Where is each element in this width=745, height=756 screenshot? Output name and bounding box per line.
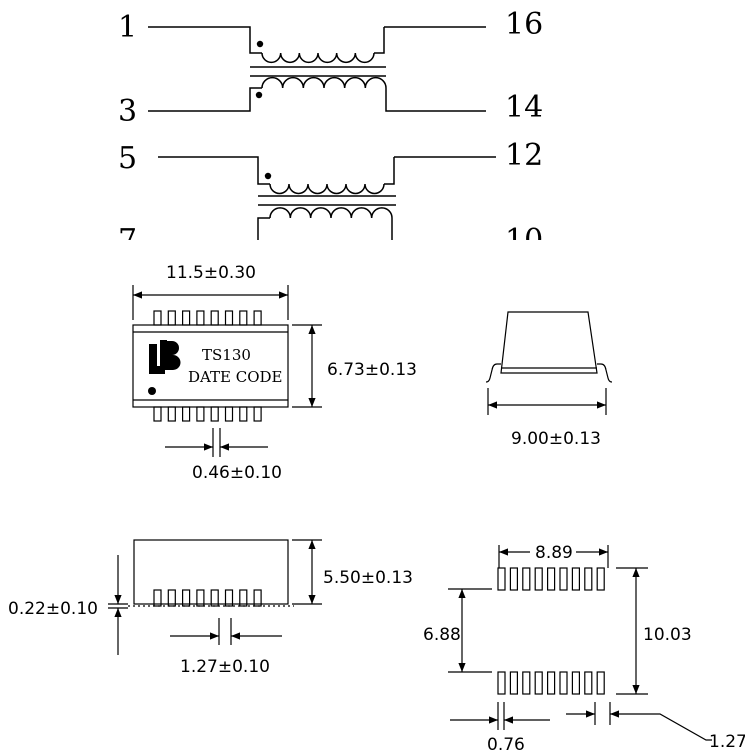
pin-12-label: 12 [505, 138, 543, 173]
footprint-pad-lower [571, 671, 581, 695]
row-length-dimension: 8.89 [535, 543, 573, 563]
footprint-pad-upper [522, 567, 531, 591]
gull-wing-lead-left [485, 363, 501, 383]
footprint-pad-upper [546, 567, 556, 591]
footprint-pads-upper [497, 567, 605, 591]
footprint-pad-lower [497, 671, 506, 695]
pin-5-label: 5 [118, 141, 137, 176]
top-pin-lower [196, 406, 205, 422]
pin-3-label: 3 [118, 94, 137, 129]
pin-width-dimension: 0.46±0.10 [192, 463, 282, 483]
footprint-pad-lower [584, 671, 593, 695]
footprint-pad-lower [509, 671, 518, 695]
package-body-top [132, 324, 289, 408]
inner-span-dimension: 6.88 [423, 625, 461, 645]
side-width-dimension: 9.00±0.13 [511, 429, 601, 449]
standoff-dimension: 0.22±0.10 [8, 599, 98, 619]
top-width-dimension: 6.73±0.13 [327, 360, 417, 380]
top-pin-lower [239, 406, 248, 422]
pin-14-label: 14 [505, 90, 543, 125]
top-pin-upper [182, 310, 191, 326]
footprint-pad-upper [509, 567, 518, 591]
footprint-pad-lower [559, 671, 568, 695]
top-pin-lower [167, 406, 176, 422]
transformer-schematic [148, 26, 496, 240]
pin-10-label: 10 [505, 223, 543, 258]
top-pins-upper [153, 310, 262, 326]
pin-16-label: 16 [505, 7, 543, 42]
footprint-pad-upper [596, 567, 605, 591]
footprint-pad-lower [596, 671, 605, 695]
gull-wing-lead-right [597, 363, 613, 383]
winding-coil [269, 207, 393, 219]
top-pin-upper [167, 310, 176, 326]
top-pins-lower [153, 406, 262, 422]
winding-coil [261, 52, 375, 64]
top-pin-lower [153, 406, 162, 422]
pin-1-label: 1 [118, 10, 137, 45]
top-pin-lower [224, 406, 234, 422]
side-view [485, 311, 613, 415]
top-pin-lower [253, 406, 262, 422]
top-pin-upper [239, 310, 248, 326]
package-body-side [500, 311, 598, 374]
top-view [132, 285, 322, 457]
top-pin-lower [210, 406, 219, 422]
winding-coil [269, 183, 385, 195]
part-number-label: TS130 [202, 346, 251, 364]
front-view [108, 539, 322, 655]
date-code-label: DATE CODE [188, 368, 283, 386]
front-pin [196, 589, 205, 607]
top-pin-upper [153, 310, 162, 326]
footprint-pad-lower [534, 671, 543, 695]
polarity-dots [255, 40, 272, 180]
footprint-pad-upper [559, 567, 568, 591]
front-height-dimension: 5.50±0.13 [323, 568, 413, 588]
footprint-pad-upper [497, 567, 506, 591]
top-pin-lower [182, 406, 191, 422]
logo-mark [148, 340, 181, 395]
footprint-pad-lower [522, 671, 531, 695]
front-pins [153, 589, 262, 607]
pad-pitch-dimension: 1.27 [709, 732, 745, 752]
top-pin-upper [253, 310, 262, 326]
pad-width-dimension: 0.76 [487, 735, 525, 755]
footprint-pad-lower [546, 671, 556, 695]
footprint-pad-upper [584, 567, 593, 591]
pin-7-label: 7 [118, 223, 137, 258]
winding-coils [261, 52, 393, 219]
top-length-dimension: 11.5±0.30 [166, 263, 256, 283]
outer-span-dimension: 10.03 [643, 625, 692, 645]
front-pin [167, 589, 176, 607]
front-pin [253, 589, 262, 607]
top-pin-upper [196, 310, 205, 326]
top-pin-upper [210, 310, 219, 326]
footprint-pads-lower [497, 671, 605, 695]
pcb-footprint [448, 545, 712, 741]
front-pin [153, 589, 162, 607]
footprint-pad-upper [534, 567, 543, 591]
top-pin-upper [224, 310, 234, 326]
footprint-pad-upper [571, 567, 581, 591]
winding-coil [261, 76, 387, 89]
pitch-dimension: 1.27±0.10 [180, 657, 270, 677]
front-pin [182, 589, 191, 607]
